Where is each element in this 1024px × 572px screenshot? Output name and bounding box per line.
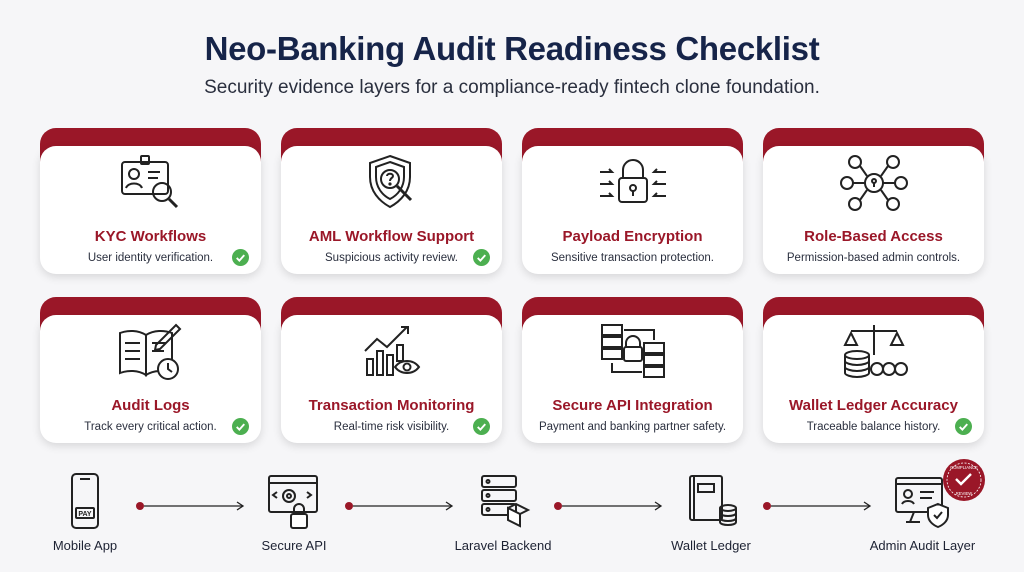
card-body: Transaction Monitoring Real-time risk vi… xyxy=(281,315,502,443)
card-description: User identity verification. xyxy=(87,252,214,264)
pay-text: PAY xyxy=(78,511,92,518)
monitor-shield-icon xyxy=(894,477,949,529)
card-description: Permission-based admin controls. xyxy=(786,252,961,264)
flow-node-label: Secure API xyxy=(261,538,327,553)
flow-arrow xyxy=(136,501,245,511)
card-description: Sensitive transaction protection. xyxy=(550,252,714,264)
badge-text-top: COMPLIANCE xyxy=(950,465,978,470)
card-payload-encryption: Payload Encryption Sensitive transaction… xyxy=(522,128,743,274)
card-title: Transaction Monitoring xyxy=(308,397,475,414)
chart-eye-icon xyxy=(363,326,420,376)
check-icon xyxy=(232,418,249,435)
card-title: Payload Encryption xyxy=(562,228,703,245)
access-network-icon xyxy=(839,155,908,211)
flow-arrow xyxy=(763,501,872,511)
flow-node-label: Laravel Backend xyxy=(454,538,552,553)
page-subtitle: Security evidence layers for a complianc… xyxy=(204,77,820,98)
card-kyc-workflows: KYC Workflows User identity verification… xyxy=(40,128,261,274)
card-title: Wallet Ledger Accuracy xyxy=(789,397,958,414)
padlock-arrows-icon xyxy=(599,159,666,203)
card-title: Audit Logs xyxy=(111,397,190,414)
check-icon xyxy=(473,418,490,435)
card-role-based-access: Role-Based Access Permission-based admin… xyxy=(763,128,984,274)
card-title: Role-Based Access xyxy=(804,228,943,245)
phone-pay-icon: PAY xyxy=(71,473,99,529)
flow-node-mobile-app: PAY Mobile App xyxy=(20,470,150,553)
card-body: Wallet Ledger Accuracy Traceable balance… xyxy=(763,315,984,443)
card-secure-api-integration: Secure API Integration Payment and banki… xyxy=(522,297,743,443)
card-aml-workflow-support: AML Workflow Support Suspicious activity… xyxy=(281,128,502,274)
card-description: Traceable balance history. xyxy=(806,421,941,433)
flow-node-secure-api: Secure API xyxy=(229,470,359,553)
server-lock-icon xyxy=(600,324,665,378)
browser-gear-lock-icon xyxy=(268,475,318,529)
card-body: Audit Logs Track every critical action. xyxy=(40,315,261,443)
server-stack-icon xyxy=(481,475,531,528)
checkmark-icon xyxy=(955,473,972,486)
flow-node-wallet-ledger: Wallet Ledger xyxy=(646,470,776,553)
card-description: Payment and banking partner safety. xyxy=(538,421,727,433)
flow-node-label: Wallet Ledger xyxy=(671,538,751,553)
card-title: Secure API Integration xyxy=(552,397,713,414)
flow-node-laravel-backend: Laravel Backend xyxy=(438,470,568,553)
scale-coins-icon xyxy=(842,325,908,379)
shield-question-icon xyxy=(368,154,412,209)
compliance-review-badge: COMPLIANCE REVIEW xyxy=(943,459,985,501)
card-description: Track every critical action. xyxy=(84,421,217,433)
card-body: Payload Encryption Sensitive transaction… xyxy=(522,146,743,274)
architecture-flow: PAY Mobile App Secure API Laravel Backen… xyxy=(0,459,1024,570)
check-icon xyxy=(473,249,490,266)
card-description: Real-time risk visibility. xyxy=(333,421,450,433)
card-audit-logs: Audit Logs Track every critical action. xyxy=(40,297,261,443)
book-coins-icon xyxy=(689,475,737,527)
page-title: Neo-Banking Audit Readiness Checklist xyxy=(204,30,820,67)
card-wallet-ledger-accuracy: Wallet Ledger Accuracy Traceable balance… xyxy=(763,297,984,443)
flow-node-label: Mobile App xyxy=(52,538,118,553)
card-body: AML Workflow Support Suspicious activity… xyxy=(281,146,502,274)
check-icon xyxy=(955,418,972,435)
id-card-search-icon xyxy=(120,155,178,209)
card-title: KYC Workflows xyxy=(94,228,207,245)
card-transaction-monitoring: Transaction Monitoring Real-time risk vi… xyxy=(281,297,502,443)
flow-node-admin-audit-layer: Admin Audit Layer xyxy=(855,470,990,553)
flow-arrow xyxy=(554,501,663,511)
card-body: Secure API Integration Payment and banki… xyxy=(522,315,743,443)
card-body: Role-Based Access Permission-based admin… xyxy=(763,146,984,274)
card-title: AML Workflow Support xyxy=(308,228,475,245)
card-description: Suspicious activity review. xyxy=(325,252,458,264)
check-icon xyxy=(232,249,249,266)
badge-text-bottom: REVIEW xyxy=(956,491,973,496)
flow-arrow xyxy=(345,501,454,511)
card-body: KYC Workflows User identity verification… xyxy=(40,146,261,274)
flow-node-label: Admin Audit Layer xyxy=(869,538,976,553)
logbook-clock-icon xyxy=(118,323,181,380)
